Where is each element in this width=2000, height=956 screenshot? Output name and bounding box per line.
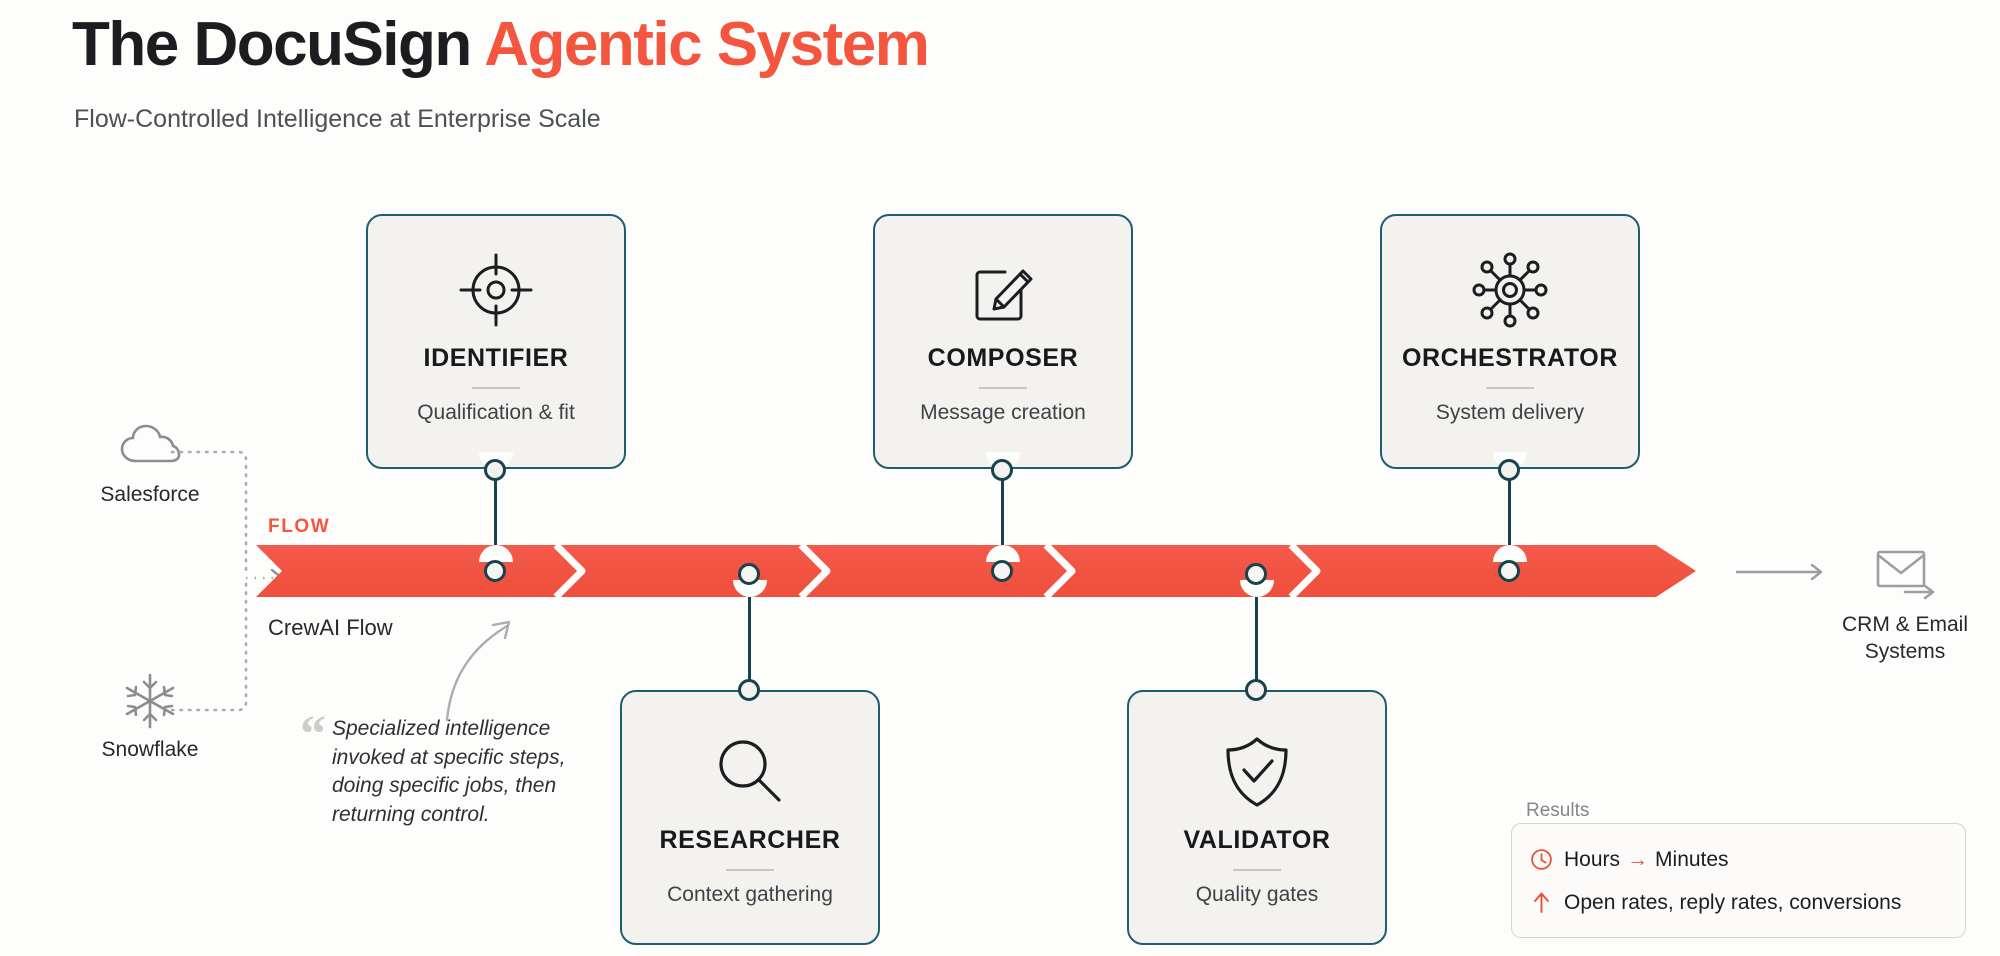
agent-desc: System delivery [1435,401,1585,424]
arrow-right-icon: → [1627,847,1649,871]
quote-block: “ Specialized intelligence invoked at sp… [300,706,600,829]
source-salesforce: Salesforce [75,415,225,507]
divider [726,869,774,871]
flow-bar [256,545,1696,597]
crosshair-target-icon [456,244,536,336]
source-snowflake: Snowflake [75,670,225,762]
connector-orchestrator [1508,469,1511,577]
divider [472,387,520,389]
node-card-validator [1245,679,1267,701]
notch-bar-researcher [733,580,767,597]
pencil-square-icon [963,244,1043,336]
agent-card-identifier[interactable]: IDENTIFIER Qualification & fit [366,214,626,469]
node-bar-composer [991,560,1013,582]
agent-card-composer[interactable]: COMPOSER Message creation [873,214,1133,469]
notch-bar-orchestrator [1493,545,1527,562]
agent-card-researcher[interactable]: RESEARCHER Context gathering [620,690,880,945]
node-card-composer [991,459,1013,481]
results-text-before: Open rates, reply rates, conversions [1564,890,1902,914]
agent-name: ORCHESTRATOR [1401,344,1618,372]
results-row: Open rates, reply rates, conversions [1530,881,1947,924]
quote-pointer-arrow [445,620,511,722]
magnifier-icon [711,726,789,818]
results-text-after: Minutes [1655,847,1729,871]
snowflake-icon [75,670,225,732]
agent-name: RESEARCHER [659,826,841,854]
connector-researcher [748,580,751,698]
agent-card-orchestrator[interactable]: ORCHESTRATOR System delivery [1380,214,1640,469]
divider [1486,387,1534,389]
agent-desc: Context gathering [667,883,833,906]
node-card-researcher [738,679,760,701]
connector-validator [1255,580,1258,698]
quote-text: Specialized intelligence invoked at spec… [332,717,566,826]
connector-composer [1001,469,1004,577]
agent-name: IDENTIFIER [423,344,569,372]
output-crm-email: CRM & Email Systems [1820,540,1990,666]
notch-bar-identifier [479,545,513,562]
title-accent-part: Agentic System [484,10,930,79]
page-title: The DocuSign Agentic System [72,10,930,79]
results-box: Hours → Minutes Open rates, reply rates,… [1511,823,1966,938]
results-label: Results [1526,800,1590,821]
divider [979,387,1027,389]
agent-desc: Quality gates [1195,883,1319,906]
node-bar-validator [1245,563,1267,585]
source-label: Salesforce [100,483,200,506]
node-bar-identifier [484,560,506,582]
output-line-2: Systems [1864,639,1946,663]
flow-output-arrow [1736,563,1823,581]
results-row: Hours → Minutes [1530,838,1947,881]
divider [1233,869,1281,871]
agent-name: COMPOSER [927,344,1079,372]
node-card-identifier [484,459,506,481]
shield-check-icon [1218,726,1296,818]
node-bar-researcher [738,563,760,585]
output-line-1: CRM & Email [1841,613,1968,636]
cloud-icon [75,415,225,477]
results-text-before: Hours [1564,847,1621,871]
up-arrow-icon [1530,890,1564,915]
agent-name: VALIDATOR [1183,826,1331,854]
flow-caption: CrewAI Flow [268,615,393,640]
node-card-orchestrator [1498,459,1520,481]
agent-desc: Message creation [920,401,1086,424]
agent-desc: Qualification & fit [417,401,575,424]
connector-identifier [494,469,497,577]
notch-bar-composer [986,545,1020,562]
output-label: CRM & Email Systems [1820,612,1990,666]
quote-mark: “ [300,706,326,763]
source-label: Snowflake [101,738,199,761]
page-subtitle: Flow-Controlled Intelligence at Enterpri… [74,105,601,133]
notch-bar-validator [1240,580,1274,597]
hub-network-icon [1469,244,1551,336]
envelope-send-icon [1820,540,1990,608]
title-dark-part: The DocuSign [72,10,485,79]
clock-icon [1530,848,1564,871]
flow-label: FLOW [268,516,331,537]
node-bar-orchestrator [1498,560,1520,582]
agent-card-validator[interactable]: VALIDATOR Quality gates [1127,690,1387,945]
